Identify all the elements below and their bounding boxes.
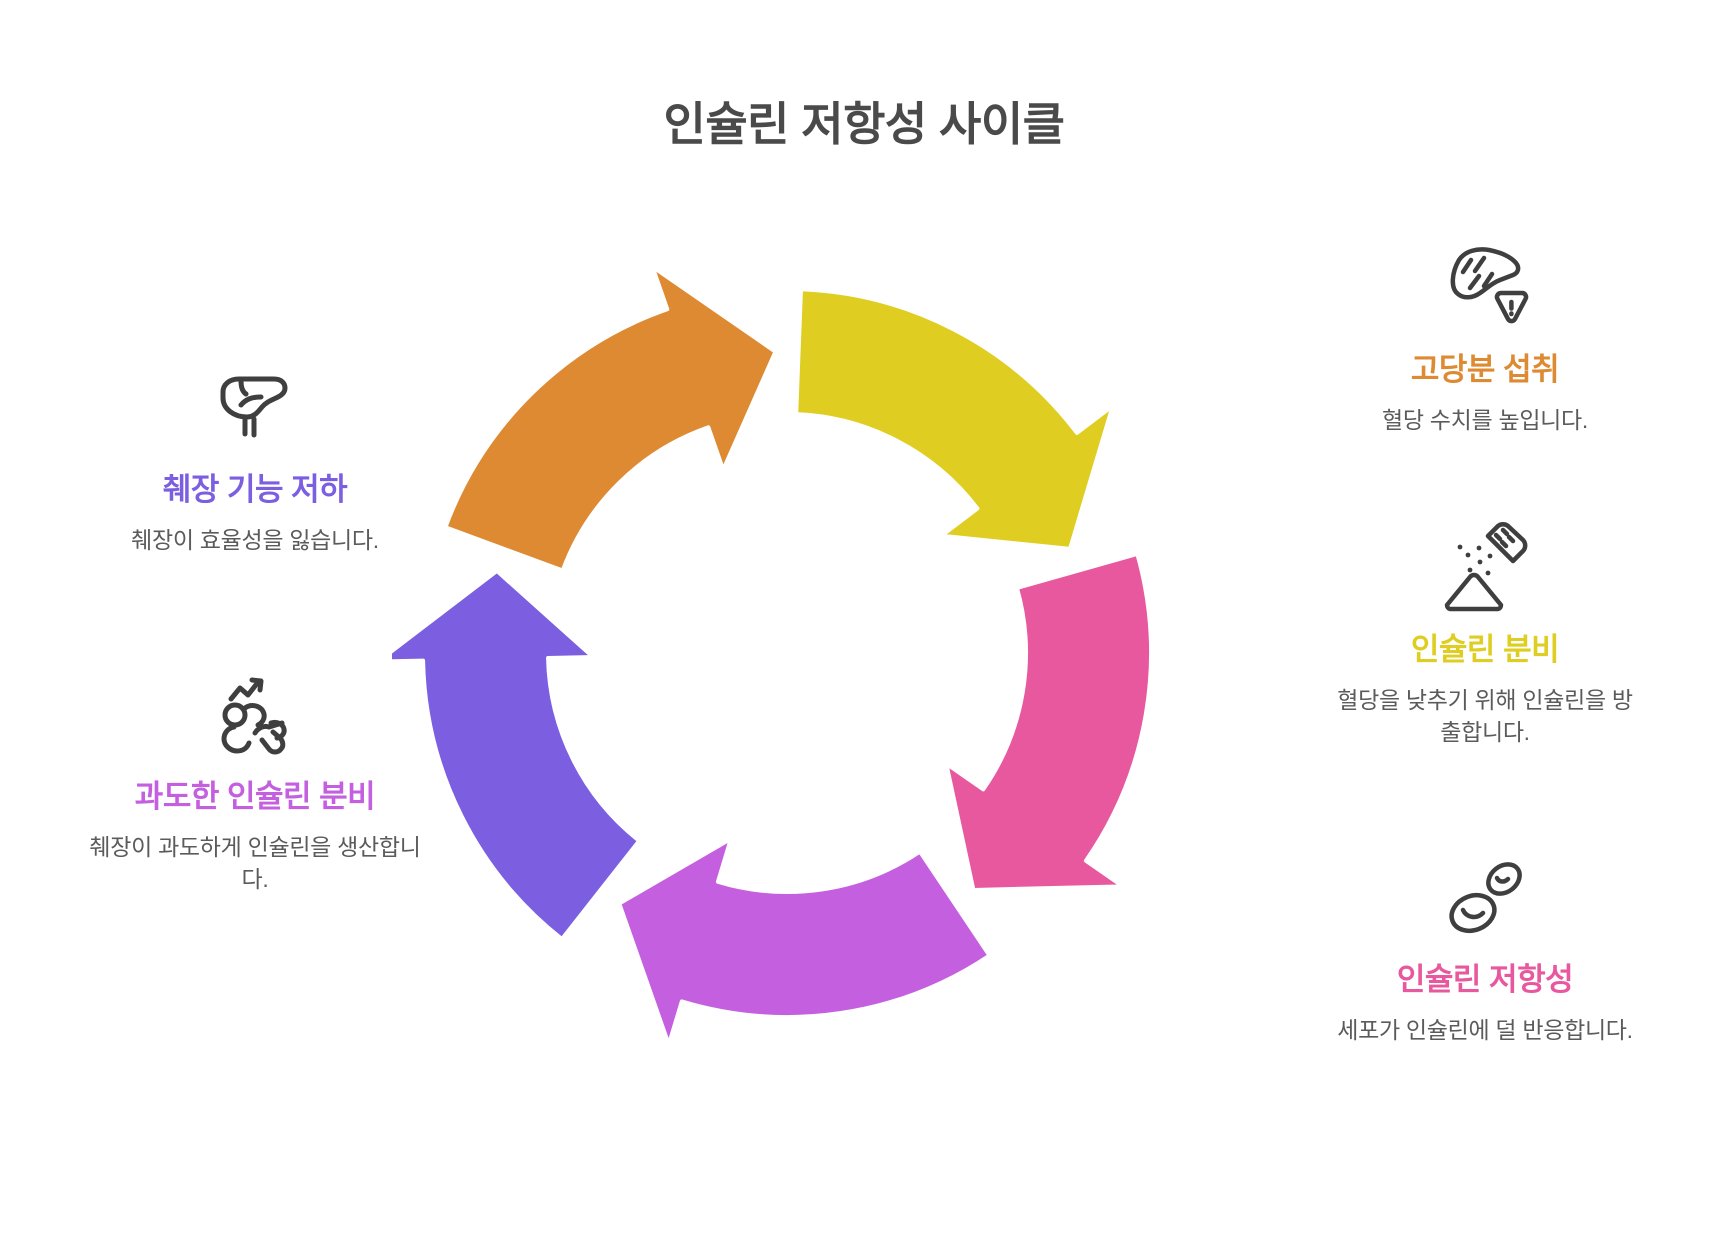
cycle-arrow-5 xyxy=(392,568,642,942)
cycle-diagram xyxy=(392,258,1182,1048)
cycle-center-hole xyxy=(631,497,943,809)
cycle-step-description: 췌장이 효율성을 잃습니다. xyxy=(131,526,379,553)
cycle-step-heading: 고당분 섭취 xyxy=(1410,352,1560,387)
salt-shaker-icon xyxy=(1285,508,1685,614)
cycle-step-high-sugar: 고당분 섭취 혈당 수치를 높입니다. xyxy=(1285,228,1685,436)
cycle-step-insulin-resistance: 인슐린 저항성 세포가 인슐린에 덜 반응합니다. xyxy=(1285,838,1685,1046)
cycle-step-description: 세포가 인슐린에 덜 반응합니다. xyxy=(1337,1016,1633,1043)
cells-rising-trend-icon xyxy=(55,655,455,761)
cycle-step-description: 혈당 수치를 높입니다. xyxy=(1381,406,1588,433)
liver-icon xyxy=(55,348,455,454)
cycle-step-description: 췌장이 과도하게 인슐린을 생산합니다. xyxy=(89,833,421,893)
cycle-step-excess-insulin: 과도한 인슐린 분비 췌장이 과도하게 인슐린을 생산합니다. xyxy=(55,655,455,896)
cycle-arrow-2 xyxy=(794,287,1115,551)
cycle-segment-3 xyxy=(944,551,1153,892)
page-title: 인슐린 저항성 사이클 xyxy=(663,98,1065,150)
cycle-step-pancreas-decline: 췌장 기능 저하 췌장이 효율성을 잃습니다. xyxy=(55,348,455,556)
cycle-step-heading: 인슐린 저항성 xyxy=(1396,962,1574,997)
cycle-segment-4 xyxy=(617,836,992,1047)
sugar-warning-icon xyxy=(1285,228,1685,334)
cycle-segment-1 xyxy=(443,264,778,573)
cycle-step-insulin-secretion: 인슐린 분비 혈당을 낮추기 위해 인슐린을 방출합니다. xyxy=(1285,508,1685,749)
cycle-segment-5 xyxy=(392,568,642,942)
cycle-step-heading: 과도한 인슐린 분비 xyxy=(134,779,376,814)
cycle-arrow-1 xyxy=(443,264,778,573)
cycle-arrow-3 xyxy=(944,551,1153,892)
cycle-step-heading: 췌장 기능 저하 xyxy=(162,472,348,507)
cycle-step-description: 혈당을 낮추기 위해 인슐린을 방출합니다. xyxy=(1337,686,1633,746)
cycle-segment-2 xyxy=(794,287,1115,551)
cycle-arrow-4 xyxy=(617,836,992,1047)
blood-cells-icon xyxy=(1285,838,1685,944)
cycle-step-heading: 인슐린 분비 xyxy=(1410,632,1560,667)
